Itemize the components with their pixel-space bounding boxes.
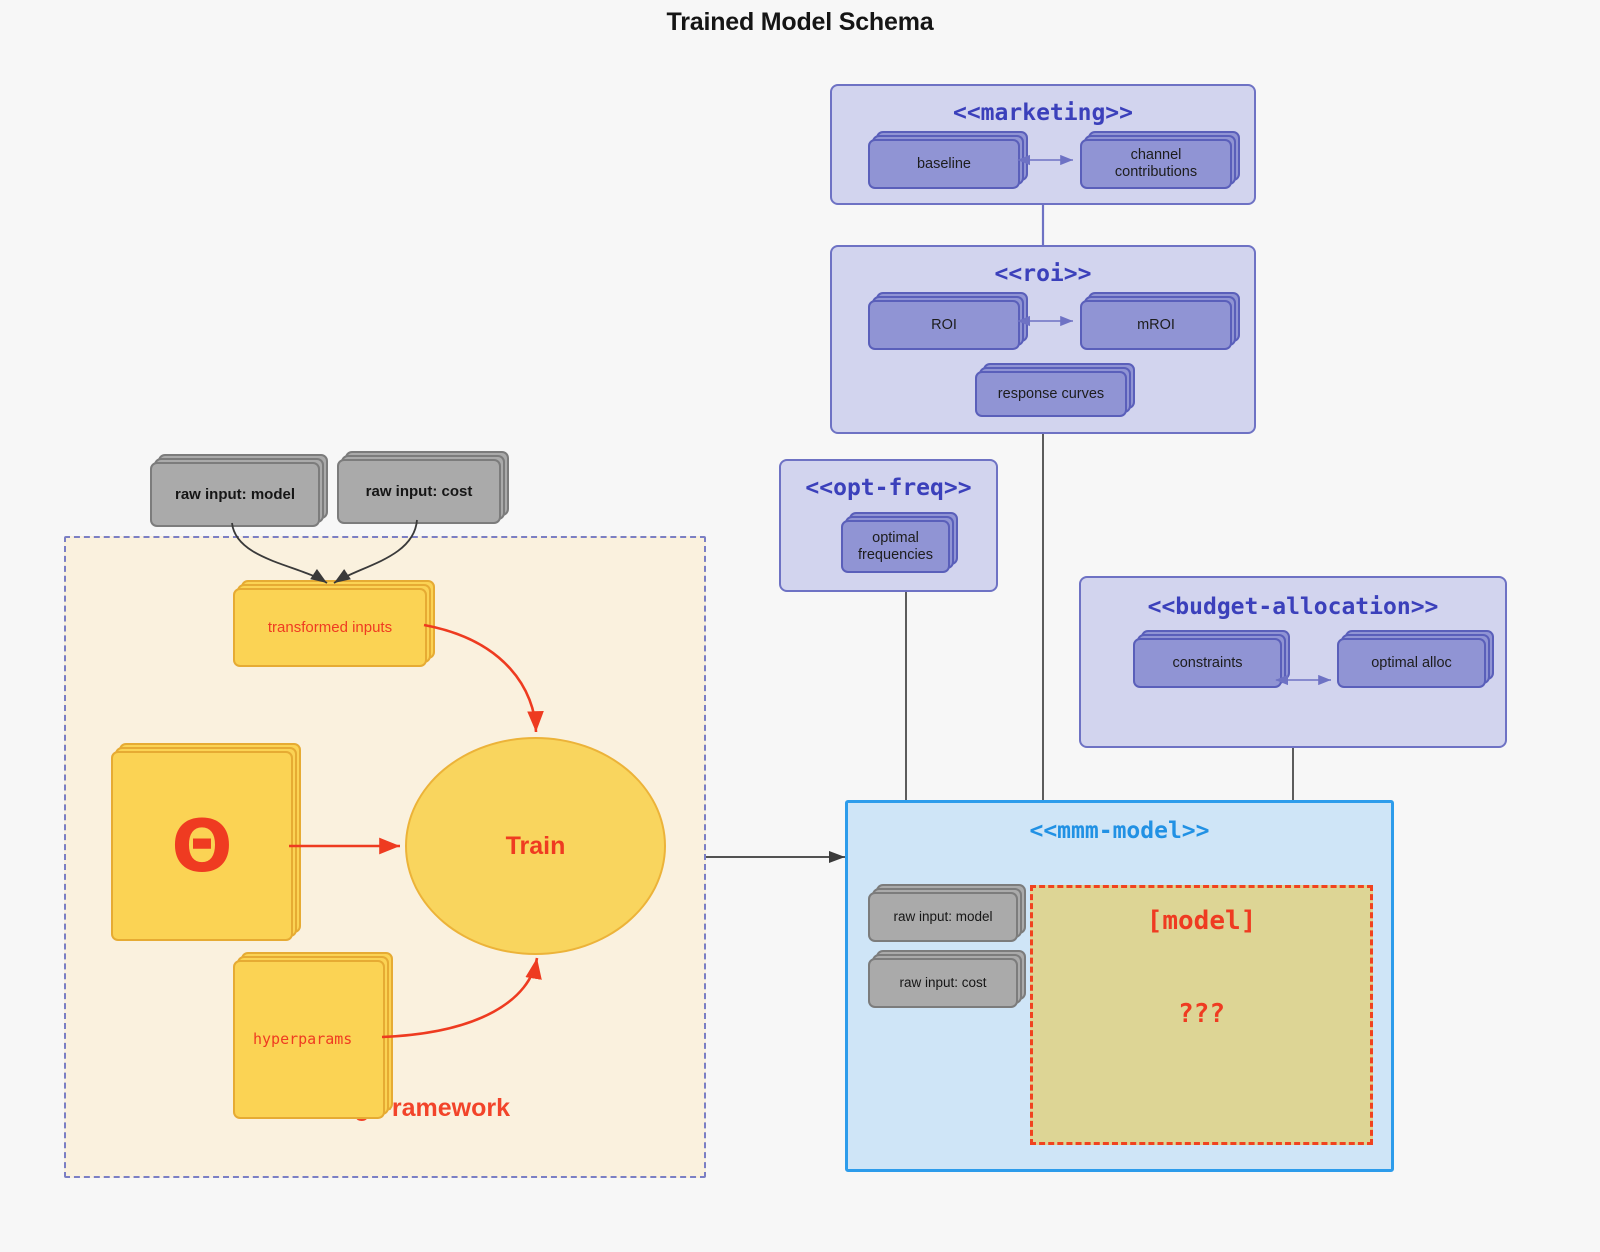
theta-glyph: Θ <box>171 804 233 888</box>
node-face: optimal frequencies <box>841 520 950 573</box>
node-channel-contributions[interactable]: channel contributions <box>1080 131 1240 189</box>
node-raw-input-cost[interactable]: raw input: cost <box>337 451 509 524</box>
node-face: raw input: cost <box>337 459 501 524</box>
model-placeholder-box[interactable]: [model] ??? <box>1030 885 1373 1145</box>
node-raw-input-model[interactable]: raw input: model <box>868 884 1026 942</box>
node-optimal-frequencies[interactable]: optimal frequencies <box>841 512 958 573</box>
node-response-curves[interactable]: response curves <box>975 363 1135 417</box>
node-label: baseline <box>916 155 971 172</box>
package-opt-freq-title: <<opt-freq>> <box>805 475 972 501</box>
model-placeholder-title: [model] <box>1146 906 1257 936</box>
node-face: ROI <box>868 300 1020 350</box>
node-label: channel contributions <box>1114 147 1198 180</box>
node-label: response curves <box>997 385 1105 402</box>
node-label: hyperparams <box>253 1029 353 1048</box>
node-label: raw input: cost <box>365 482 473 500</box>
node-label: mROI <box>1137 316 1175 333</box>
package-marketing[interactable]: <<marketing>> baseline channel contribut… <box>830 84 1256 205</box>
node-face: optimal alloc <box>1337 638 1486 688</box>
node-label: raw input: model <box>175 485 295 503</box>
package-opt-freq[interactable]: <<opt-freq>> optimal frequencies <box>779 459 998 592</box>
node-raw-input-model[interactable]: raw input: model <box>150 454 328 527</box>
node-optimal-alloc[interactable]: optimal alloc <box>1337 630 1494 688</box>
package-roi[interactable]: <<roi>> ROI mROI response curves <box>830 245 1256 434</box>
node-face: channel contributions <box>1080 139 1232 189</box>
page-title: Trained Model Schema <box>666 8 934 36</box>
node-label: Train <box>505 831 566 860</box>
package-marketing-title: <<marketing>> <box>952 100 1133 126</box>
node-raw-input-cost[interactable]: raw input: cost <box>868 950 1026 1008</box>
node-face: Θ <box>111 751 293 941</box>
node-label: constraints <box>1172 654 1243 671</box>
node-label-line2: frequencies <box>858 546 933 563</box>
node-face: raw input: model <box>868 892 1018 942</box>
node-label: optimal frequencies <box>852 530 939 563</box>
node-face: response curves <box>975 371 1127 417</box>
node-mroi[interactable]: mROI <box>1080 292 1240 350</box>
node-label-line1: optimal <box>872 529 919 546</box>
node-transformed-inputs[interactable]: transformed inputs <box>233 580 435 667</box>
node-face: raw input: cost <box>868 958 1018 1008</box>
package-mmm-model-title: <<mmm-model>> <box>1029 818 1210 844</box>
node-theta[interactable]: Θ <box>111 743 301 941</box>
node-face: baseline <box>868 139 1020 189</box>
node-label: ROI <box>931 316 957 333</box>
node-hyperparams[interactable]: hyperparams <box>233 952 393 1119</box>
node-label: transformed inputs <box>267 618 393 636</box>
node-label: raw input: model <box>893 909 993 925</box>
node-face: constraints <box>1133 638 1282 688</box>
node-face: hyperparams <box>233 960 385 1119</box>
package-budget-allocation-title: <<budget-allocation>> <box>1147 594 1439 620</box>
node-constraints[interactable]: constraints <box>1133 630 1290 688</box>
package-roi-title: <<roi>> <box>994 261 1092 287</box>
node-roi[interactable]: ROI <box>868 292 1028 350</box>
node-face: raw input: model <box>150 462 320 527</box>
node-label: raw input: cost <box>899 975 987 991</box>
node-label: optimal alloc <box>1371 654 1452 671</box>
node-baseline[interactable]: baseline <box>868 131 1028 189</box>
node-face: transformed inputs <box>233 588 427 667</box>
package-mmm-model[interactable]: <<mmm-model>> raw input: model raw input… <box>845 800 1394 1172</box>
package-budget-allocation[interactable]: <<budget-allocation>> constraints optima… <box>1079 576 1507 748</box>
model-placeholder-subtitle: ??? <box>1178 999 1225 1029</box>
node-face: mROI <box>1080 300 1232 350</box>
node-train[interactable]: Train <box>405 737 666 955</box>
